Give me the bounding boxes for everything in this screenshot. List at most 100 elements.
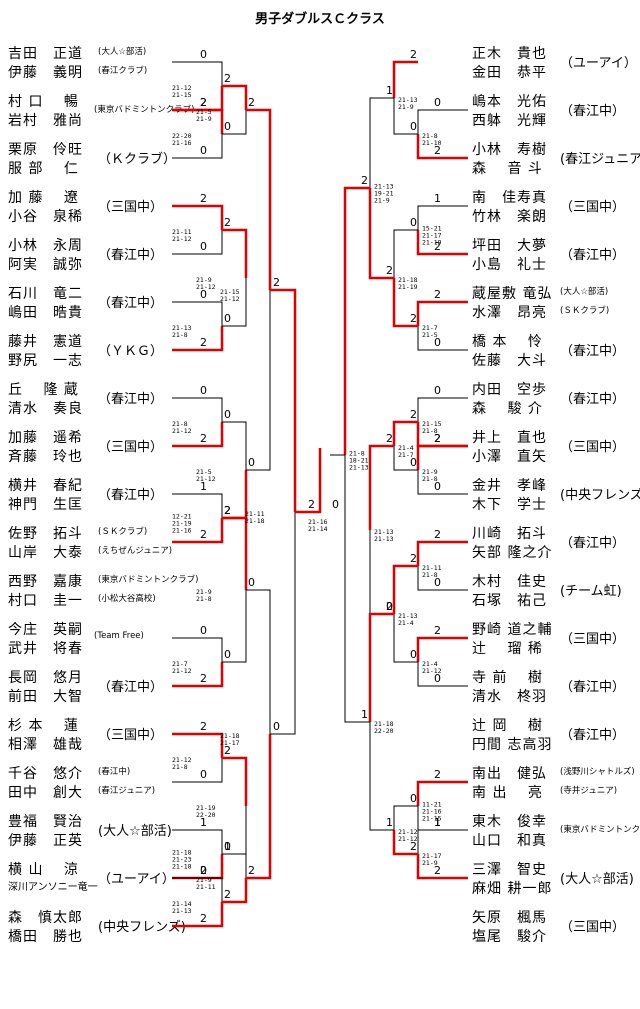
- team-entry: 内田 空歩森 駿 介（春江中）: [472, 379, 637, 417]
- club-name: （春江中）: [560, 536, 626, 551]
- right-r1-match-score-top: 2: [434, 288, 441, 301]
- club-name: (浅野川シャトルズ): [560, 767, 635, 777]
- right-r1-match-games: 15-21: [422, 225, 442, 233]
- right-r2-match-top: [392, 60, 418, 98]
- left-r2-match-bottom: [222, 110, 247, 135]
- player-name: 辻 岡 樹: [472, 718, 543, 734]
- player-name: 岩村 雅尚: [8, 113, 83, 129]
- right-r3-match-top: [368, 612, 394, 722]
- left-r2-match-score-bottom: 0: [224, 840, 231, 853]
- right-r1-match-bottom: [417, 326, 468, 351]
- player-name: 佐藤 大斗: [472, 353, 547, 369]
- club-name: （春江中）: [560, 392, 626, 407]
- team-entry: 橋 本 怜佐藤 大斗（春江中）: [472, 331, 637, 369]
- left-r1-match-top: [172, 397, 223, 422]
- left-r1-match-top: [172, 877, 223, 902]
- team-entry: 金井 孝峰木下 学士(中央フレンズ): [472, 475, 640, 513]
- player-name: 竹林 楽朗: [472, 209, 547, 225]
- left-r2-match-top: [222, 756, 248, 806]
- left-r1-match-bottom: [172, 518, 224, 544]
- right-r1-match-games: 21-5: [422, 331, 438, 339]
- left-r1-match-score-top: 0: [200, 384, 207, 397]
- right-semifinal-score-top: 2: [361, 174, 368, 187]
- left-r2-match-score-bottom: 2: [224, 888, 231, 901]
- team-entry: 南出 健弘南 出 亮(浅野川シャトルズ)(寺井ジュニア): [472, 763, 637, 801]
- final-games: 21-14: [308, 525, 328, 533]
- right-r1-match-top: [416, 300, 468, 326]
- right-r2-match-score-top: 2: [410, 48, 417, 61]
- left-r2-match-games: 21-11: [196, 883, 216, 891]
- club-name: （春江中）: [560, 728, 626, 743]
- left-r1-match-top: [172, 493, 223, 518]
- left-r1-match-bottom: [172, 230, 223, 255]
- team-entry: 辻 岡 樹円間 志高羽（春江中）: [472, 715, 637, 753]
- final-left-line: [295, 448, 322, 514]
- right-r1-match-bottom: [416, 230, 468, 256]
- right-r3-match-games: 21-13: [374, 528, 394, 536]
- right-r1-match-games: 21-9: [422, 859, 438, 867]
- left-r1-match-bottom: [172, 134, 223, 159]
- player-name: 南 出 亮: [472, 785, 543, 801]
- right-r2-match-bottom: [393, 98, 418, 135]
- club-name: (中央フレンズ): [560, 488, 640, 503]
- right-r2-match-score-top: 2: [410, 552, 417, 565]
- right-r1-match-bottom: [417, 566, 468, 591]
- right-r1-match-score-top: 2: [434, 768, 441, 781]
- player-name: 野尻 一志: [8, 353, 83, 369]
- left-r2-match-top: [222, 228, 248, 278]
- club-name: (東京バドミントンクラブ): [94, 105, 195, 115]
- right-r2-match-games: 21-19: [398, 283, 418, 291]
- left-r2-match-bottom: [222, 590, 247, 663]
- right-r2-match-games: 21-12: [398, 835, 418, 843]
- right-r3-match-games: 21-13: [374, 535, 394, 543]
- left-r1-match-score-bottom: 2: [200, 432, 207, 445]
- team-entry: 川崎 拓斗矢部 隆之介（春江中）: [472, 523, 637, 561]
- player-name: 藤井 憲道: [8, 334, 83, 350]
- right-r1-match-games: 21-11: [422, 564, 442, 572]
- club-name: （ＹＫＧ）: [98, 344, 164, 359]
- left-r3-match-score-bottom: 2: [248, 864, 255, 877]
- left-r1-match-games: 21-12: [172, 235, 192, 243]
- right-r3-match-top: [368, 444, 394, 530]
- right-r1-match-top: [416, 636, 468, 662]
- left-r3-match-score-top: 2: [248, 96, 255, 109]
- player-name: 横井 春紀: [8, 478, 83, 494]
- right-r1-match-bottom: [417, 662, 468, 687]
- right-r1-match-games: 21-17: [422, 852, 442, 860]
- left-r2-match-bottom: [222, 278, 247, 327]
- right-r1-match-score-bottom: 2: [434, 240, 441, 253]
- player-name: 伊藤 義明: [8, 65, 83, 81]
- left-r1-match-score-top: 2: [200, 720, 207, 733]
- right-r3-match-games: 22-20: [374, 727, 394, 735]
- left-r1-match-games: 21-8: [172, 420, 188, 428]
- player-name: 嶋本 光佑: [472, 94, 547, 110]
- right-r2-match-games: 21-13: [398, 612, 418, 620]
- right-r3-match-score-bottom: 0: [386, 600, 393, 613]
- team-entry: 坪田 大夢小島 礼士（春江中）: [472, 235, 637, 273]
- left-r2-match-games: 21-9: [196, 876, 212, 884]
- player-name: 清水 柊羽: [472, 689, 547, 705]
- right-r1-match-games: 21-12: [422, 667, 442, 675]
- player-name: 橋 本 怜: [472, 334, 543, 350]
- club-name: （三国中）: [98, 728, 164, 743]
- player-name: 小林 寿樹: [472, 142, 547, 158]
- player-name: 野崎 道之輔: [472, 622, 553, 638]
- player-name: 長岡 悠月: [8, 670, 83, 686]
- team-entry: 野崎 道之輔辻 瑠 稀（三国中）: [472, 619, 637, 657]
- player-name: 栗原 伶旺: [8, 142, 83, 158]
- left-r2-match-score-top: 2: [224, 216, 231, 229]
- club-name: (大人☆部活): [560, 287, 609, 297]
- player-name: 深川アンソニー竜一: [8, 882, 98, 893]
- player-name: 水澤 昂亮: [472, 305, 547, 321]
- player-name: 伊藤 正英: [8, 833, 83, 849]
- right-r1-match-top: [416, 540, 468, 566]
- right-r3-match-games: 19-21: [374, 190, 394, 198]
- club-name: (東京バドミントンクラブ): [98, 575, 199, 585]
- left-r1-match-bottom: [172, 902, 224, 928]
- player-name: 千谷 悠介: [8, 766, 83, 782]
- left-r1-match-games: 21-12: [172, 756, 192, 764]
- left-semifinal-score-top: 2: [273, 276, 280, 289]
- player-name: 阿実 誠弥: [8, 257, 83, 273]
- right-semifinal-score-bottom: 1: [361, 708, 368, 721]
- right-r2-match-games: 21-18: [398, 276, 418, 284]
